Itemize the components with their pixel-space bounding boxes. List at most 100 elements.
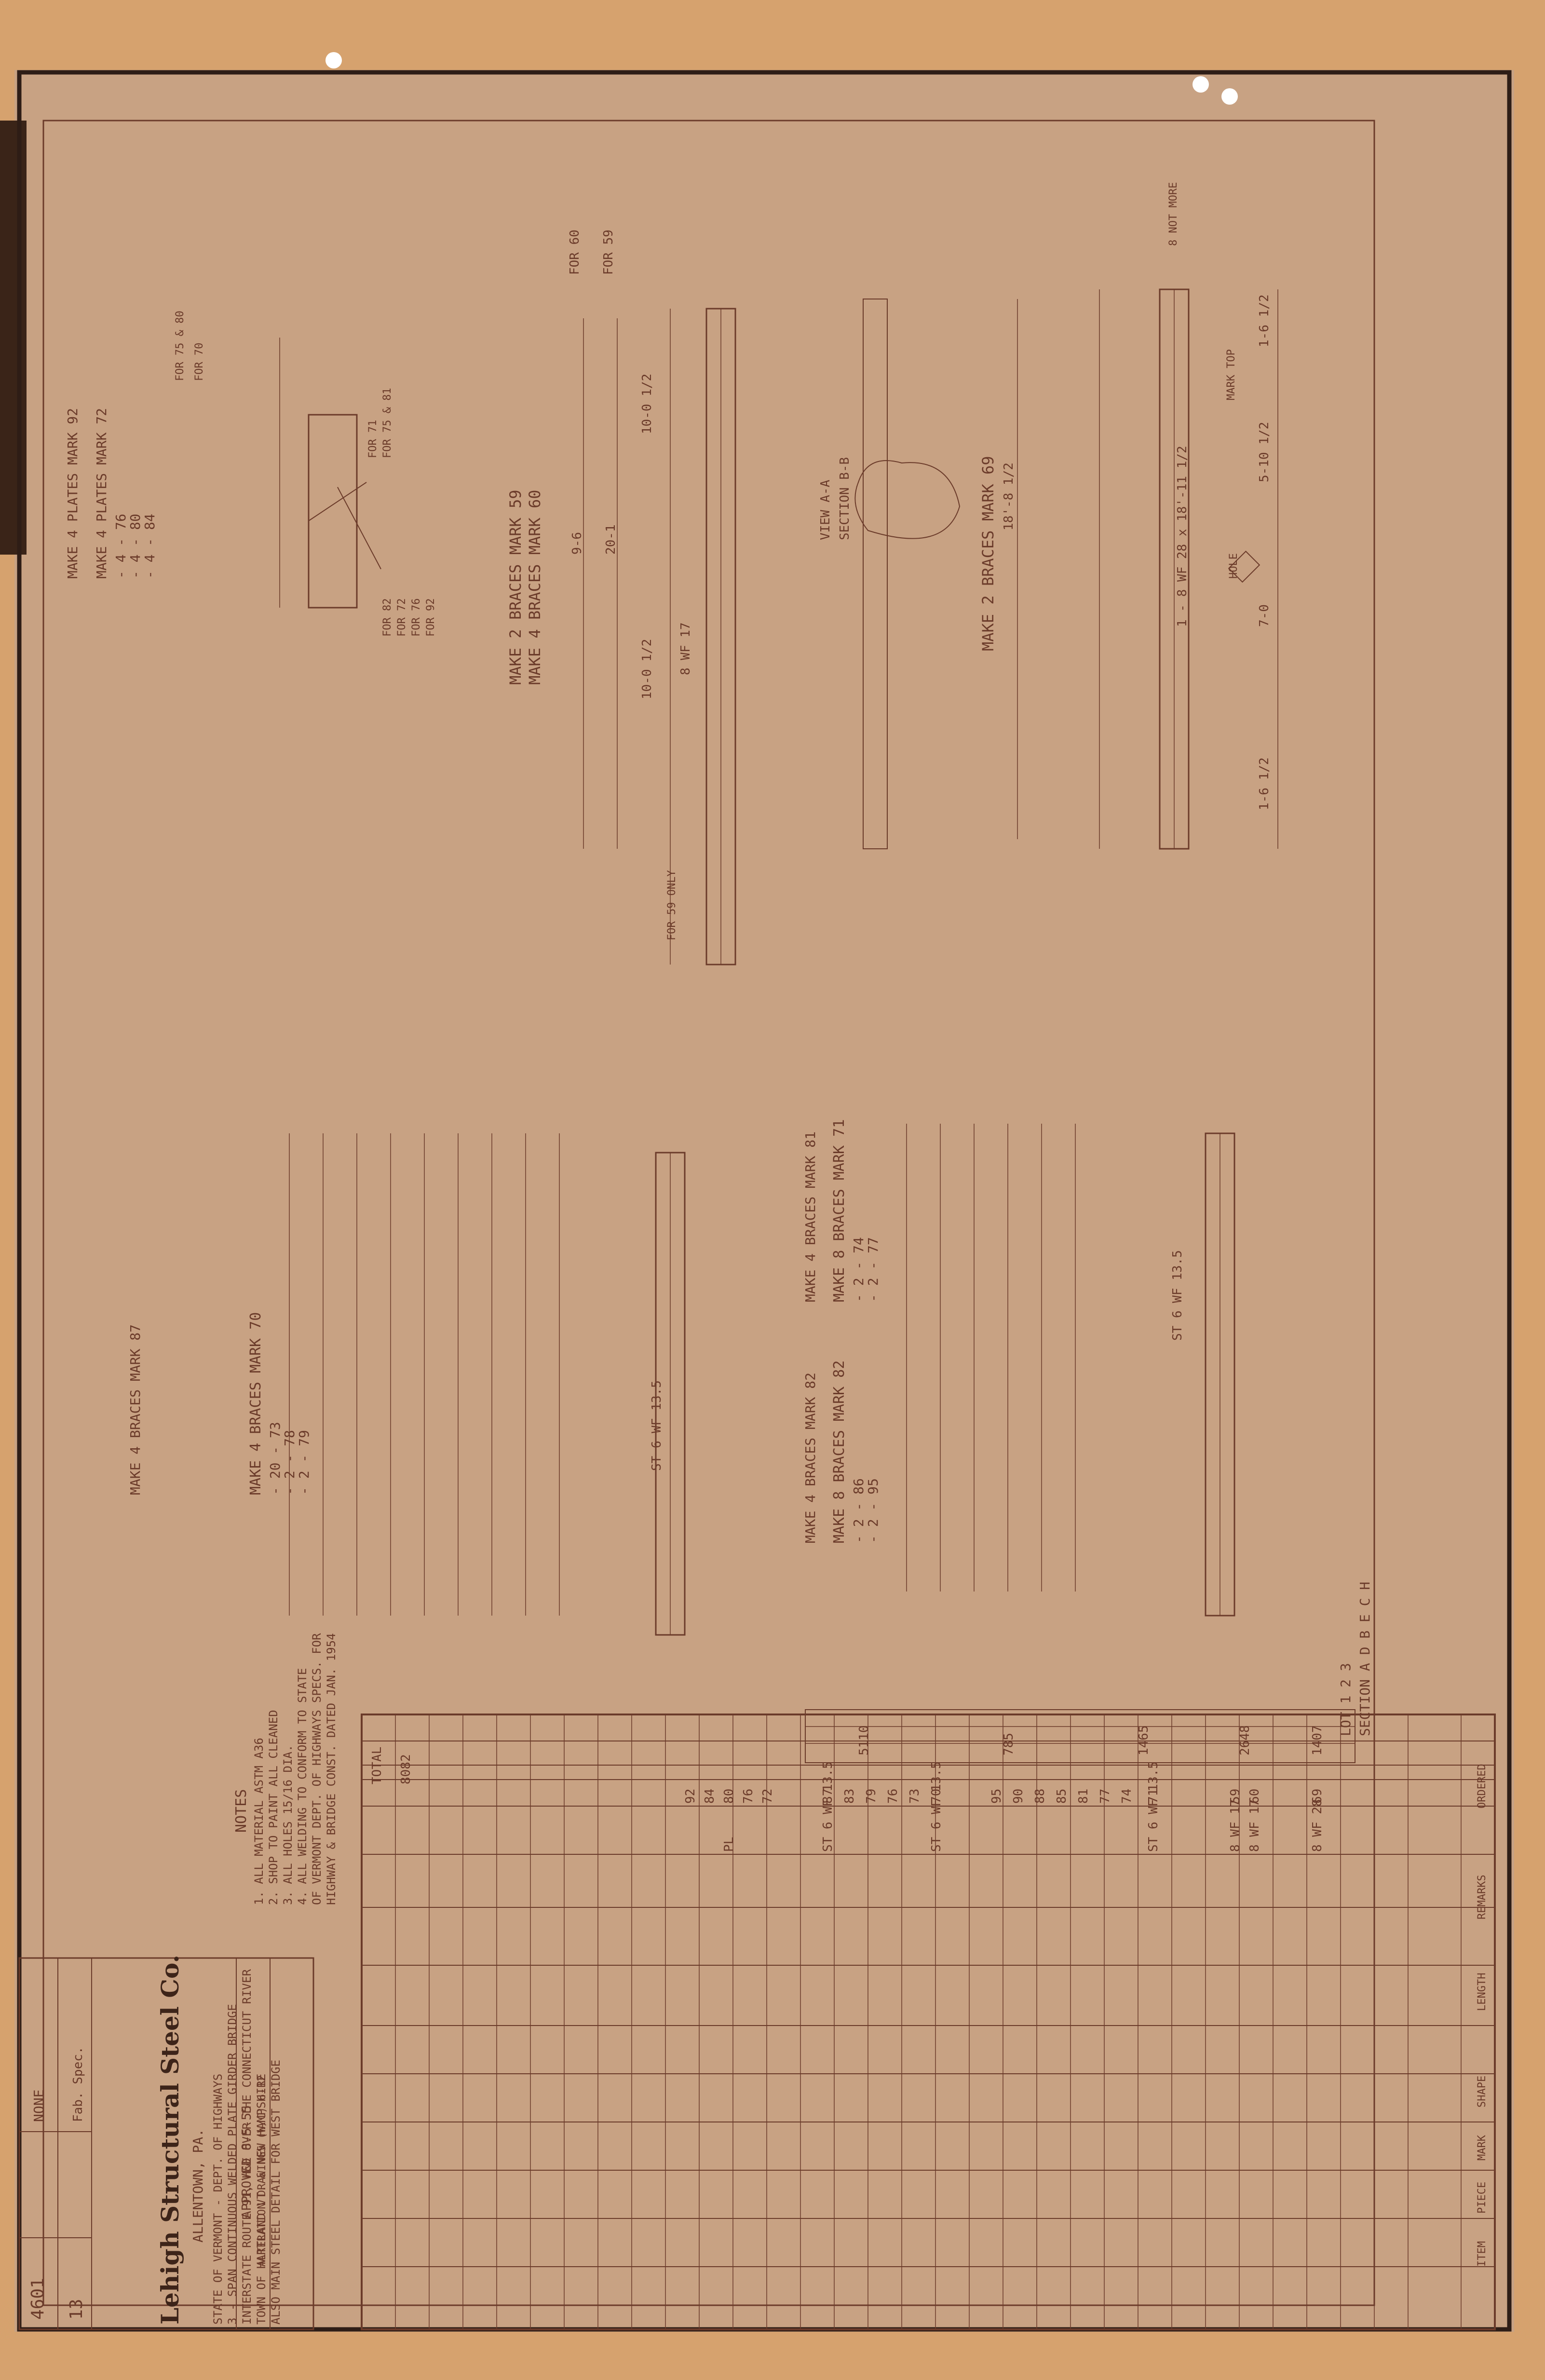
dimension-label: 10-0 1/2 bbox=[640, 639, 654, 699]
bill-mark: 95 bbox=[989, 1789, 1004, 1804]
note-item: 2. SHOP TO PAINT ALL CLEANED bbox=[267, 1710, 280, 1905]
bill-mark: 76 bbox=[741, 1789, 756, 1804]
member-label: 1 - 8 WF 28 x 18'-11 1/2 bbox=[1175, 446, 1190, 627]
bill-weight: 1407 bbox=[1310, 1725, 1325, 1755]
sheet-number: 13 bbox=[67, 2299, 86, 2320]
for-label: FOR 59 bbox=[601, 230, 616, 275]
note-item: 4. ALL WELDING TO CONFORM TO STATE bbox=[296, 1668, 309, 1905]
title-block: Lehigh Structural Steel Co. ALLENTOWN, P… bbox=[18, 1955, 314, 2330]
bill-mark: 73 bbox=[908, 1789, 922, 1804]
note-label: HOLE bbox=[1228, 553, 1240, 579]
bill-weight: 2648 bbox=[1238, 1725, 1252, 1755]
bill-shape: 8 WF 17 bbox=[1247, 1799, 1262, 1852]
scale-value: NONE bbox=[31, 2090, 47, 2122]
bill-weight: 785 bbox=[1002, 1733, 1016, 1755]
detail-brace-71-82: MAKE 8 BRACES MARK 71 - 2 - 74 - 2 - 77 … bbox=[802, 1119, 1235, 1617]
dimension-label: 18'-8 1/2 bbox=[1002, 462, 1016, 530]
detail-line: - 20 - 73 bbox=[267, 1422, 283, 1495]
detail-brace-59-60: MAKE 2 BRACES MARK 59 MAKE 4 BRACES MARK… bbox=[506, 230, 961, 966]
dimension-label: 9-6 bbox=[570, 532, 584, 555]
detail-brace-69: MAKE 2 BRACES MARK 69 1 - 8 WF 28 x 18'-… bbox=[979, 182, 1278, 850]
note-label: 8 NOT MORE bbox=[1167, 182, 1179, 246]
for-label: FOR 76 bbox=[410, 598, 422, 637]
for-label: FOR 82 bbox=[381, 598, 393, 637]
member-label: 8 WF 17 bbox=[678, 622, 693, 675]
view-label: VIEW A-A bbox=[818, 479, 833, 540]
notes-heading: NOTES bbox=[233, 1789, 250, 1833]
project-line: STATE OF VERMONT - DEPT. OF HIGHWAYS bbox=[211, 2074, 225, 2325]
bill-shape: PL bbox=[722, 1837, 736, 1852]
bill-mark: 76 bbox=[886, 1789, 900, 1804]
approved-stamp: APPROVED 8-5-55 bbox=[240, 2105, 254, 2218]
punch-hole-icon bbox=[1193, 76, 1209, 93]
detail-line: MAKE 4 BRACES MARK 87 bbox=[127, 1324, 143, 1495]
detail-title: MAKE 2 BRACES MARK 69 bbox=[979, 456, 997, 651]
bill-mark: 60 bbox=[1247, 1789, 1262, 1804]
plate-line: - 4 - 76 bbox=[113, 514, 129, 579]
plate-line: - 4 - 80 bbox=[127, 514, 143, 579]
bill-mark: 77 bbox=[1098, 1789, 1112, 1804]
project-line: ALSO MAIN STEEL DETAIL FOR WEST BRIDGE bbox=[269, 2060, 283, 2325]
punch-hole-icon bbox=[1221, 88, 1238, 105]
dimension-label: 7-0 bbox=[1257, 604, 1272, 627]
detail-line: - 2 - 95 bbox=[865, 1478, 881, 1543]
detail-plates: MAKE 4 PLATES MARK 72 - 4 - 76 - 4 - 80 … bbox=[65, 311, 437, 637]
dark-edge bbox=[0, 121, 27, 555]
detail-line: - 2 - 79 bbox=[296, 1430, 312, 1495]
detail-line: - 2 - 74 bbox=[851, 1237, 867, 1302]
bill-mark: 84 bbox=[703, 1789, 717, 1804]
note-item: HIGHWAY & BRIDGE CONST. DATED JAN. 1954 bbox=[325, 1633, 338, 1905]
member-label: ST 6 WF 13.5 bbox=[1170, 1250, 1185, 1341]
column-header-piece: PIECE bbox=[1476, 2182, 1488, 2214]
paper-sheet bbox=[14, 70, 1514, 2332]
revision-note: ALTERATION DRAWINGS (W/C) 6-12 bbox=[256, 2075, 268, 2267]
detail-title: MAKE 4 BRACES MARK 70 bbox=[247, 1312, 264, 1495]
dimension-label: 10-0 1/2 bbox=[640, 374, 654, 434]
notes-block: NOTES 1. ALL MATERIAL ASTM A36 2. SHOP T… bbox=[233, 1633, 338, 1905]
bill-mark: 69 bbox=[1310, 1789, 1325, 1804]
bill-mark: 81 bbox=[1076, 1789, 1091, 1804]
detail-line: MAKE 4 BRACES MARK 82 bbox=[802, 1373, 818, 1543]
bill-mark: 80 bbox=[722, 1789, 736, 1804]
detail-title: MAKE 8 BRACES MARK 82 bbox=[831, 1360, 848, 1543]
bill-shape: 8 WF 17 bbox=[1228, 1799, 1243, 1852]
lot-label: LOT 1 2 3 bbox=[1338, 1663, 1354, 1736]
bill-mark: 92 bbox=[683, 1789, 698, 1804]
bill-weight: 5110 bbox=[857, 1725, 871, 1755]
detail-subtitle: MAKE 4 BRACES MARK 60 bbox=[526, 490, 544, 685]
for-label: FOR 59 ONLY bbox=[666, 870, 678, 940]
dimension-label: 20-1 bbox=[604, 524, 618, 555]
bill-shape: ST 6 WF 13.5 bbox=[821, 1761, 835, 1852]
bill-mark: 71 bbox=[1146, 1789, 1161, 1804]
dimension-label: 1-6 1/2 bbox=[1257, 757, 1272, 810]
for-label: FOR 71 bbox=[367, 420, 379, 458]
for-label: FOR 60 bbox=[568, 230, 582, 275]
drawn-by: Fab. Spec. bbox=[71, 2046, 85, 2122]
bill-mark: 90 bbox=[1011, 1789, 1026, 1804]
note-item: OF VERMONT DEPT. OF HIGHWAYS SPECS. FOR bbox=[310, 1633, 324, 1905]
detail-line: MAKE 4 BRACES MARK 81 bbox=[802, 1131, 818, 1302]
column-header-ordered: ORDERED bbox=[1476, 1764, 1488, 1809]
bill-mark: 59 bbox=[1228, 1789, 1243, 1804]
for-label: FOR 70 bbox=[193, 343, 205, 381]
bill-total-label: TOTAL bbox=[370, 1747, 384, 1784]
for-label: FOR 72 bbox=[396, 598, 408, 637]
bill-mark: 74 bbox=[1120, 1789, 1134, 1804]
column-header-item: ITEM bbox=[1476, 2241, 1488, 2267]
bill-mark: 87 bbox=[821, 1789, 835, 1804]
plate-line: MAKE 4 PLATES MARK 72 bbox=[94, 408, 109, 579]
dimension-label: 5-10 1/2 bbox=[1257, 422, 1272, 482]
detail-title: MAKE 2 BRACES MARK 59 bbox=[506, 490, 525, 685]
column-header-length: LENGTH bbox=[1476, 1973, 1488, 2011]
member-label: ST 6 WF 13.5 bbox=[650, 1380, 664, 1471]
column-header-shape: SHAPE bbox=[1476, 2076, 1488, 2108]
bill-mark: 85 bbox=[1055, 1789, 1069, 1804]
bill-shape: ST 6 WF 13.5 bbox=[1146, 1761, 1161, 1852]
detail-line: - 2 - 78 bbox=[282, 1430, 298, 1495]
plate-line: MAKE 4 PLATES MARK 92 bbox=[65, 408, 81, 579]
column-header-mark: MARK bbox=[1476, 2135, 1488, 2161]
bill-shape: 8 WF 28 bbox=[1310, 1799, 1325, 1852]
company-name: Lehigh Structural Steel Co. bbox=[156, 1955, 184, 2325]
note-item: 1. ALL MATERIAL ASTM A36 bbox=[252, 1738, 266, 1905]
